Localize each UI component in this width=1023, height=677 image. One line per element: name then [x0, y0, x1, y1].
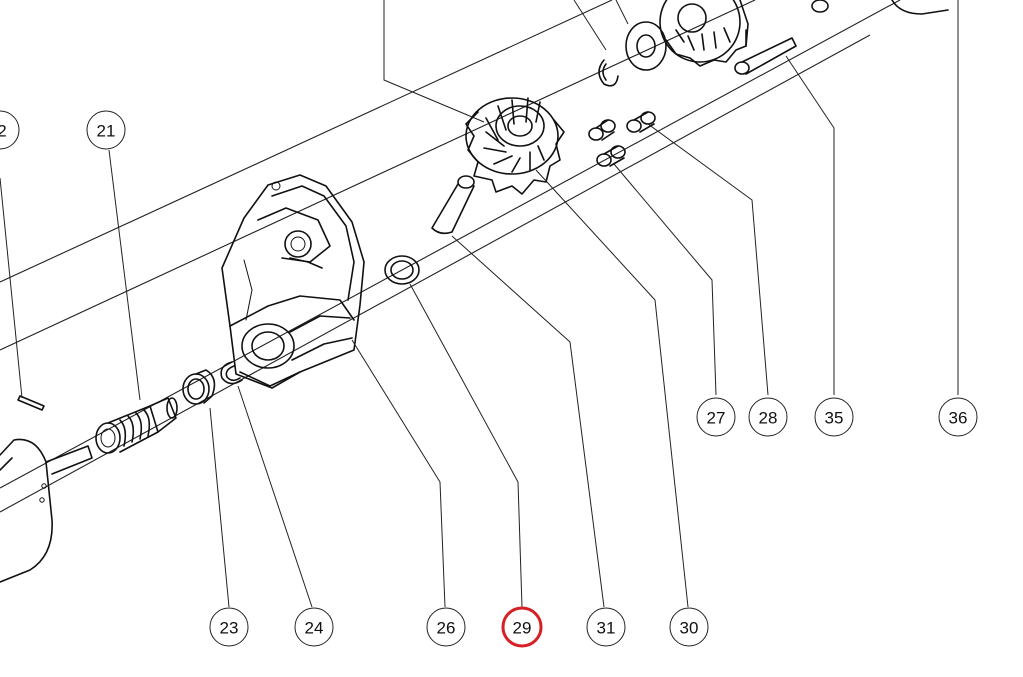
- end-cap-part: [811, 0, 949, 15]
- callout-label: 2: [0, 122, 7, 141]
- callout-26[interactable]: 26: [426, 607, 466, 647]
- callout-31[interactable]: 31: [586, 607, 626, 647]
- upper-washer-part: [625, 21, 667, 71]
- callout-23[interactable]: 23: [209, 607, 249, 647]
- callout-label: 28: [759, 409, 778, 428]
- callout-label: 21: [97, 122, 116, 141]
- pin-part: [17, 395, 45, 411]
- callout-label: 26: [437, 619, 456, 638]
- screw-part-right: [626, 111, 656, 133]
- upper-bevel-gear-part: [659, 0, 749, 67]
- screw-part-middle: [596, 145, 626, 167]
- screw-part-upper: [588, 119, 616, 141]
- callout-label: 36: [949, 409, 968, 428]
- callout-label: 29: [513, 619, 532, 638]
- callout-label: 23: [220, 619, 239, 638]
- callout-partial-left[interactable]: 2: [0, 110, 20, 150]
- callout-30[interactable]: 30: [669, 607, 709, 647]
- motor-housing: [0, 438, 93, 583]
- bevel-gear-part: [465, 97, 565, 195]
- callout-21[interactable]: 21: [86, 110, 126, 150]
- callout-27[interactable]: 27: [696, 397, 736, 437]
- leader-lines: [0, 0, 959, 608]
- callout-label: 30: [680, 619, 699, 638]
- callout-35[interactable]: 35: [814, 397, 854, 437]
- thrust-washer-part: [384, 255, 420, 285]
- callout-label: 31: [597, 619, 616, 638]
- bearing-part: [182, 369, 216, 405]
- callout-24[interactable]: 24: [294, 607, 334, 647]
- callout-label: 35: [825, 409, 844, 428]
- gear-housing-part: [221, 174, 365, 389]
- callout-label: 24: [305, 619, 324, 638]
- gear-pin-part: [431, 175, 475, 235]
- long-bolt-part: [734, 37, 797, 75]
- callout-label: 27: [707, 409, 726, 428]
- upper-circlip-part: [598, 59, 619, 87]
- callout-28[interactable]: 28: [748, 397, 788, 437]
- callout-29-highlighted[interactable]: 29: [501, 606, 543, 648]
- callout-36[interactable]: 36: [938, 397, 978, 437]
- worm-shaft-part: [95, 397, 178, 454]
- retaining-ring-part: [220, 361, 243, 385]
